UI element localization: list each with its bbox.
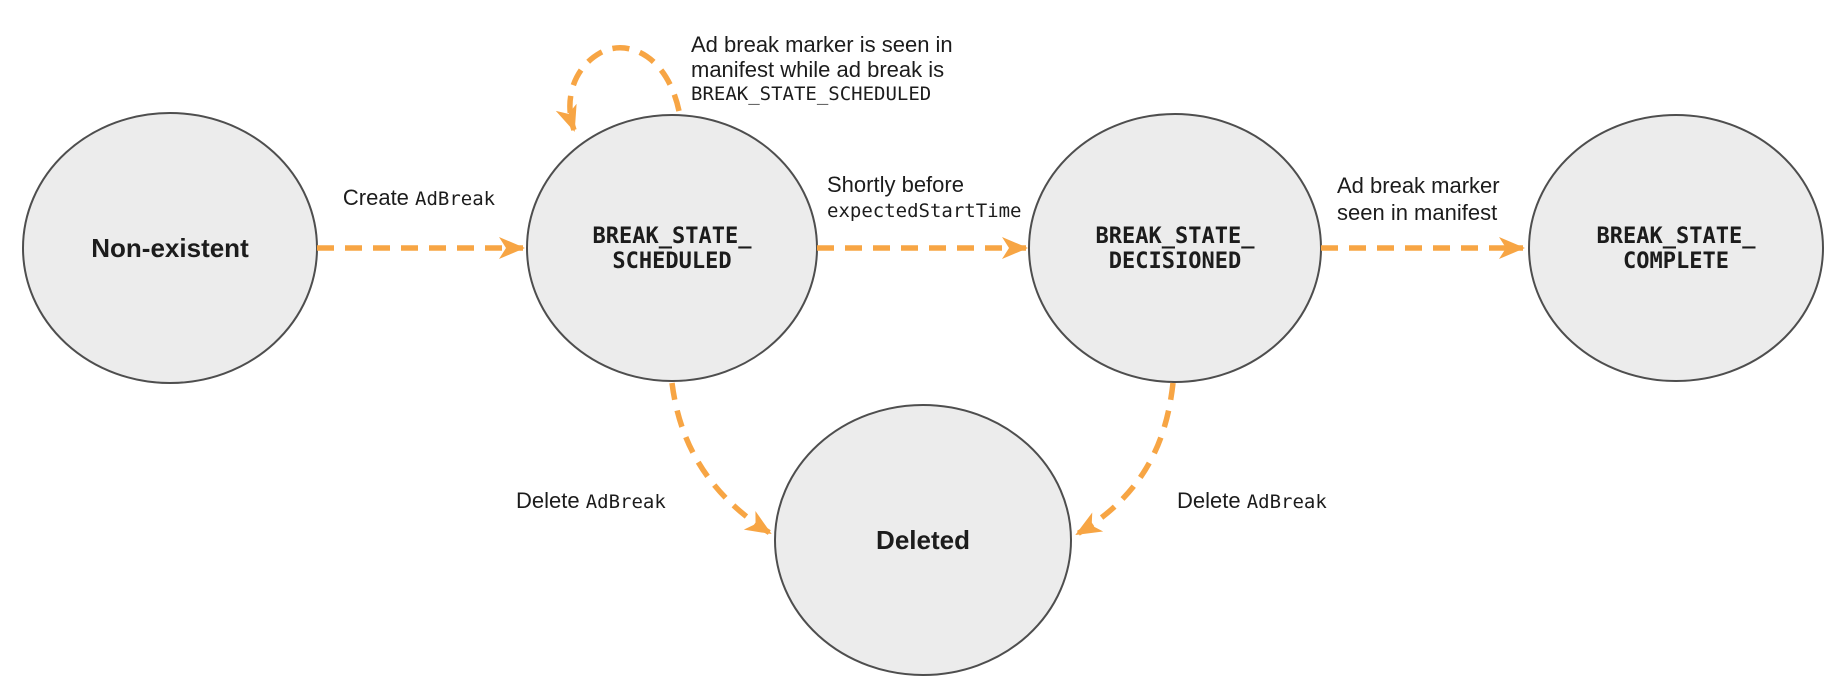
edge-label-self-loop-line2: manifest while ad break is xyxy=(691,57,945,82)
state-label-non-existent: Non-existent xyxy=(91,233,249,263)
edge-label-delete-from-scheduled-mono: AdBreak xyxy=(585,491,666,513)
edge-label-create-adbreak-sans: Create xyxy=(342,185,416,210)
edge-label-delete-from-scheduled-sans: Delete xyxy=(516,488,586,513)
edge-label-shortly-before: Shortly before expectedStartTime xyxy=(827,171,1021,225)
edge-self-loop-arrow xyxy=(555,45,682,132)
edge-label-marker-seen-line2: seen in manifest xyxy=(1337,200,1498,225)
edge-label-marker-seen: Ad break marker seen in manifest xyxy=(1337,172,1500,226)
edge-label-self-loop-line3: BREAK_STATE_SCHEDULED xyxy=(691,83,932,105)
state-label-break-state-scheduled-line2: SCHEDULED xyxy=(612,249,732,274)
state-label-break-state-scheduled: BREAK_STATE_ SCHEDULED xyxy=(593,224,752,274)
edge-delete-from-scheduled-arrow xyxy=(669,382,772,536)
edge-label-delete-from-scheduled: Delete AdBreak xyxy=(516,487,666,516)
edge-label-delete-from-decisioned: Delete AdBreak xyxy=(1177,487,1327,516)
edge-label-shortly-before-line1: Shortly before xyxy=(827,172,964,197)
edge-label-shortly-before-line2: expectedStartTime xyxy=(827,200,1022,222)
edge-label-create-adbreak-mono: AdBreak xyxy=(415,188,496,210)
edge-label-self-loop: Ad break marker is seen in manifest whil… xyxy=(691,32,953,107)
state-label-deleted: Deleted xyxy=(876,525,970,555)
edge-label-self-loop-line1: Ad break marker is seen in xyxy=(691,32,953,57)
edge-label-create-adbreak: Create AdBreak xyxy=(343,184,495,213)
state-label-break-state-decisioned-line1: BREAK_STATE_ xyxy=(1095,224,1255,249)
edge-delete-from-decisioned-arrow xyxy=(1075,382,1176,537)
state-label-break-state-complete: BREAK_STATE_ COMPLETE xyxy=(1597,224,1756,274)
state-circle-deleted xyxy=(774,404,1072,676)
state-label-break-state-decisioned-line2: DECISIONED xyxy=(1108,249,1242,274)
state-label-break-state-decisioned: BREAK_STATE_ DECISIONED xyxy=(1096,224,1255,274)
state-label-break-state-complete-line1: BREAK_STATE_ xyxy=(1596,224,1756,249)
edge-label-delete-from-decisioned-mono: AdBreak xyxy=(1246,491,1327,513)
edge-label-marker-seen-line1: Ad break marker xyxy=(1337,173,1500,198)
edge-label-delete-from-decisioned-sans: Delete xyxy=(1177,488,1247,513)
state-circle-break-state-complete xyxy=(1528,114,1824,382)
state-label-break-state-scheduled-line1: BREAK_STATE_ xyxy=(592,224,752,249)
state-label-break-state-complete-line2: COMPLETE xyxy=(1623,249,1729,274)
